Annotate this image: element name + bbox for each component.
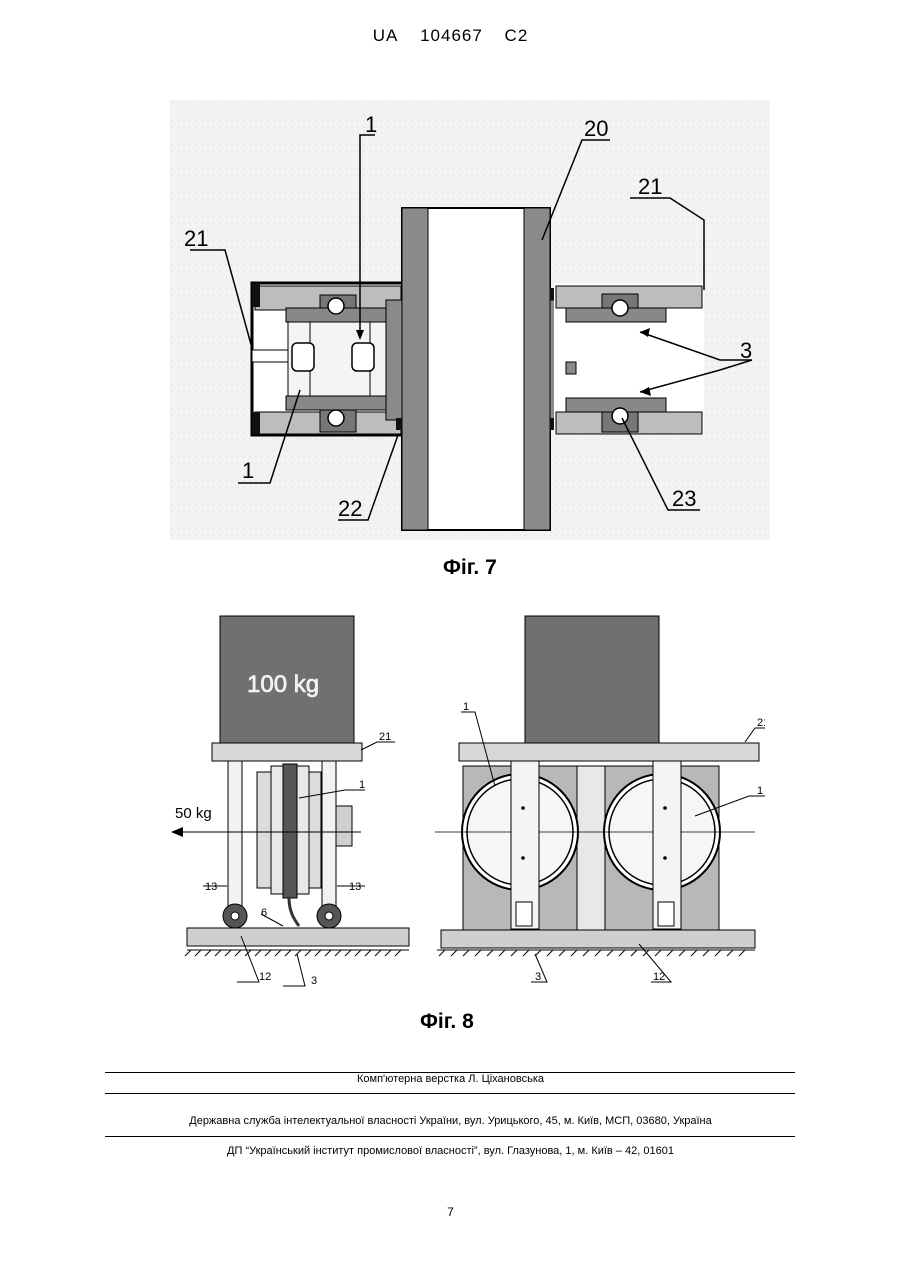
figure-8-drawing: 100 kg 50 kg 21 1 13 13 6 12 3 — [165, 610, 765, 990]
figure-7-caption: Фіг. 7 — [443, 556, 497, 580]
central-shaft — [386, 208, 566, 530]
fig7-label-20: 20 — [584, 116, 608, 141]
figure-7-drawing: 1 20 21 21 3 1 22 23 — [170, 100, 770, 540]
footer-rule-3 — [105, 1136, 795, 1137]
fig8-label-12-right: 12 — [653, 971, 665, 983]
patent-header: UA 104667 C2 — [0, 26, 901, 46]
platform-left — [212, 743, 362, 761]
rail-left — [187, 928, 409, 946]
weight-label-100kg: 100 kg — [247, 671, 319, 698]
fig7-label-22: 22 — [338, 496, 362, 521]
platform-right — [459, 743, 759, 761]
fig8-label-6: 6 — [261, 907, 267, 919]
fig7-label-3: 3 — [740, 338, 752, 363]
fig7-label-21-right: 21 — [638, 174, 662, 199]
footer-institute: ДП “Український інститут промислової вла… — [0, 1145, 901, 1157]
fig8-label-1-r1: 1 — [463, 701, 469, 713]
fig7-label-1-bottom: 1 — [242, 458, 254, 483]
force-arrow — [171, 827, 183, 837]
header-number: 104667 — [420, 26, 483, 46]
fig8-label-1-left: 1 — [359, 779, 365, 791]
header-kind: C2 — [505, 26, 529, 46]
fig8-label-3-left: 3 — [311, 975, 317, 987]
header-country: UA — [373, 26, 399, 46]
footer-rule-2 — [105, 1093, 795, 1094]
fig7-label-23: 23 — [672, 486, 696, 511]
fig8-label-21-right: 21 — [757, 717, 765, 729]
fig7-label-1-top: 1 — [365, 112, 377, 137]
footer-state-service: Державна служба інтелектуальної власност… — [0, 1115, 901, 1127]
weight-block-right — [525, 616, 659, 744]
fig8-label-13-right: 13 — [349, 881, 361, 893]
fig8-label-1-r2: 1 — [757, 785, 763, 797]
rail-right — [441, 930, 755, 948]
left-housing — [252, 283, 404, 435]
page-number: 7 — [0, 1205, 901, 1219]
force-label-50kg: 50 kg — [175, 805, 212, 822]
footer-layout-credit: Комп'ютерна верстка Л. Ціхановська — [0, 1073, 901, 1085]
figure-8-caption: Фіг. 8 — [420, 1010, 474, 1034]
fig8-right-view — [435, 616, 765, 982]
fig8-label-21-left: 21 — [379, 731, 391, 743]
fig8-label-12-left: 12 — [259, 971, 271, 983]
fig7-label-21-left: 21 — [184, 226, 208, 251]
fig8-label-3-right: 3 — [535, 971, 541, 983]
fig8-label-13-left: 13 — [205, 881, 217, 893]
right-housing — [554, 283, 704, 435]
